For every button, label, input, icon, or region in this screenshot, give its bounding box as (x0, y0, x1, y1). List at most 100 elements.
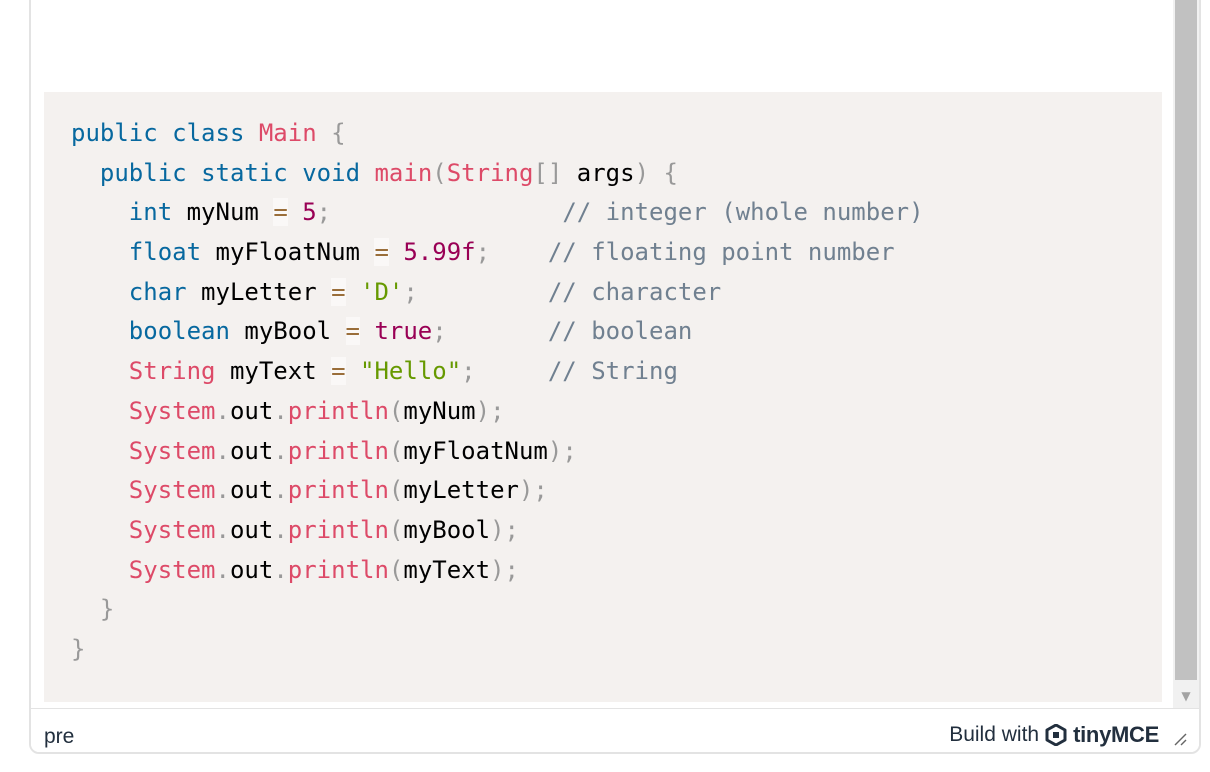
code-token: ); (490, 555, 519, 584)
code-line: public class Main { (71, 114, 1162, 154)
code-token (187, 159, 201, 187)
code-token: ( (432, 158, 447, 187)
code-token: println (287, 436, 389, 465)
code-token: out (229, 555, 274, 584)
code-token: . (215, 396, 230, 425)
code-token (71, 357, 129, 385)
code-token: } (99, 595, 115, 624)
code-token: // integer (whole number) (562, 198, 924, 227)
code-token: // floating point number (547, 238, 895, 267)
code-token: main (374, 158, 433, 187)
code-token: println (287, 515, 389, 544)
code-token: myText (403, 555, 491, 584)
code-token (244, 119, 258, 147)
code-token: ; (475, 238, 491, 267)
resize-handle-icon[interactable] (1173, 732, 1187, 746)
code-token (71, 595, 100, 623)
scroll-down-arrow-icon[interactable]: ▼ (1181, 689, 1191, 703)
code-token: . (215, 476, 230, 505)
code-token (649, 159, 663, 187)
code-token: = (331, 357, 346, 386)
code-token: } (71, 634, 86, 663)
code-token (346, 278, 360, 306)
code-token: [] (533, 158, 563, 187)
code-token: ); (547, 436, 577, 465)
code-token: char (128, 277, 187, 306)
code-token: { (331, 119, 346, 147)
code-token: // character (547, 277, 722, 306)
code-token: ); (518, 476, 548, 505)
code-token (389, 238, 403, 266)
code-line: char myLetter = 'D'; // character (71, 273, 1162, 313)
code-token: = (374, 238, 389, 267)
code-token: = (273, 198, 288, 227)
code-token: myNum (403, 396, 476, 425)
scrollbar-thumb[interactable] (1175, 0, 1197, 680)
code-token: true (374, 317, 433, 346)
code-token: 5 (302, 198, 317, 227)
editor-content-area[interactable]: public class Main { public static void m… (31, 0, 1173, 708)
code-token: ; (461, 357, 476, 386)
code-line: float myFloatNum = 5.99f; // floating po… (71, 233, 1162, 273)
code-token (360, 317, 374, 345)
code-token: out (229, 396, 274, 425)
code-line: System.out.println(myLetter); (71, 471, 1162, 511)
code-token (71, 159, 100, 187)
code-token (71, 437, 129, 465)
code-token (71, 476, 129, 504)
code-token: ( (388, 515, 404, 544)
code-line: public static void main(String[] args) { (71, 154, 1162, 194)
code-token (71, 278, 129, 306)
code-token (490, 238, 548, 266)
code-token: myText (215, 357, 332, 386)
code-line: } (71, 630, 1162, 670)
code-token (71, 516, 129, 544)
branding-link[interactable]: Build with tinyMCE (949, 722, 1187, 748)
code-token (158, 119, 172, 147)
code-token: = (331, 277, 346, 306)
code-token (288, 198, 302, 226)
code-block[interactable]: public class Main { public static void m… (44, 92, 1162, 702)
code-token: boolean (128, 317, 230, 346)
code-token: myFloatNum (403, 436, 548, 465)
code-token: ; (316, 198, 332, 227)
code-token (476, 357, 548, 385)
code-token: System (128, 555, 216, 584)
code-line: System.out.println(myNum); (71, 392, 1162, 432)
code-token: System (128, 396, 216, 425)
code-token: ( (388, 555, 404, 584)
code-token: { (663, 158, 678, 187)
code-token (418, 278, 548, 306)
code-token: myLetter (403, 476, 519, 505)
code-token: myNum (172, 198, 274, 227)
code-token: class (172, 119, 245, 147)
code-token: int (128, 198, 173, 227)
code-token: ); (475, 396, 505, 425)
code-token: . (215, 436, 230, 465)
code-token: = (345, 317, 360, 346)
code-token: args (562, 158, 635, 187)
code-token: ; (403, 277, 418, 306)
vertical-scrollbar[interactable]: ▼ (1173, 0, 1199, 708)
code-token: static (201, 158, 288, 187)
code-token: String (128, 357, 216, 386)
code-token (71, 397, 129, 425)
code-token: . (215, 515, 230, 544)
code-token: myFloatNum (201, 238, 375, 267)
code-token: // String (547, 357, 678, 386)
code-token: // boolean (547, 317, 693, 346)
code-token: . (273, 436, 288, 465)
code-token (346, 357, 360, 385)
code-token: public (99, 158, 187, 187)
code-line: System.out.println(myBool); (71, 511, 1162, 551)
code-token: out (229, 476, 274, 505)
code-token (331, 198, 562, 226)
code-token: . (273, 476, 288, 505)
code-token: System (128, 515, 216, 544)
code-token (71, 317, 129, 345)
code-line: boolean myBool = true; // boolean (71, 312, 1162, 352)
code-token: println (287, 396, 389, 425)
code-line: System.out.println(myText); (71, 551, 1162, 591)
element-path[interactable]: pre (44, 724, 75, 748)
code-token: public (71, 119, 158, 147)
